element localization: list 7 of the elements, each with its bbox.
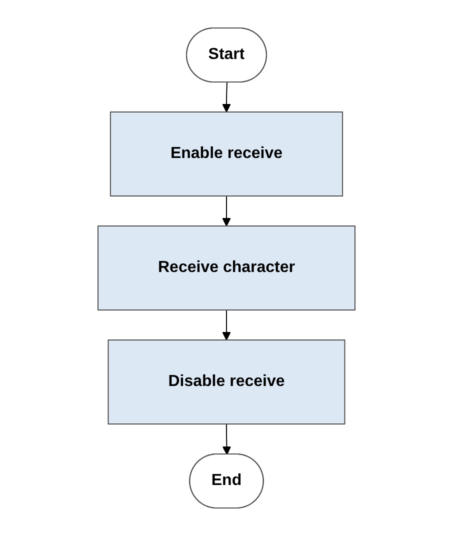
arrow (222, 423, 232, 454)
node-box: Enable receive (110, 111, 344, 196)
node-box: Receive character (98, 225, 356, 310)
arrow (222, 195, 231, 226)
arrow (222, 82, 231, 112)
arrow (222, 309, 231, 340)
node-box: Disable receive (108, 339, 346, 424)
